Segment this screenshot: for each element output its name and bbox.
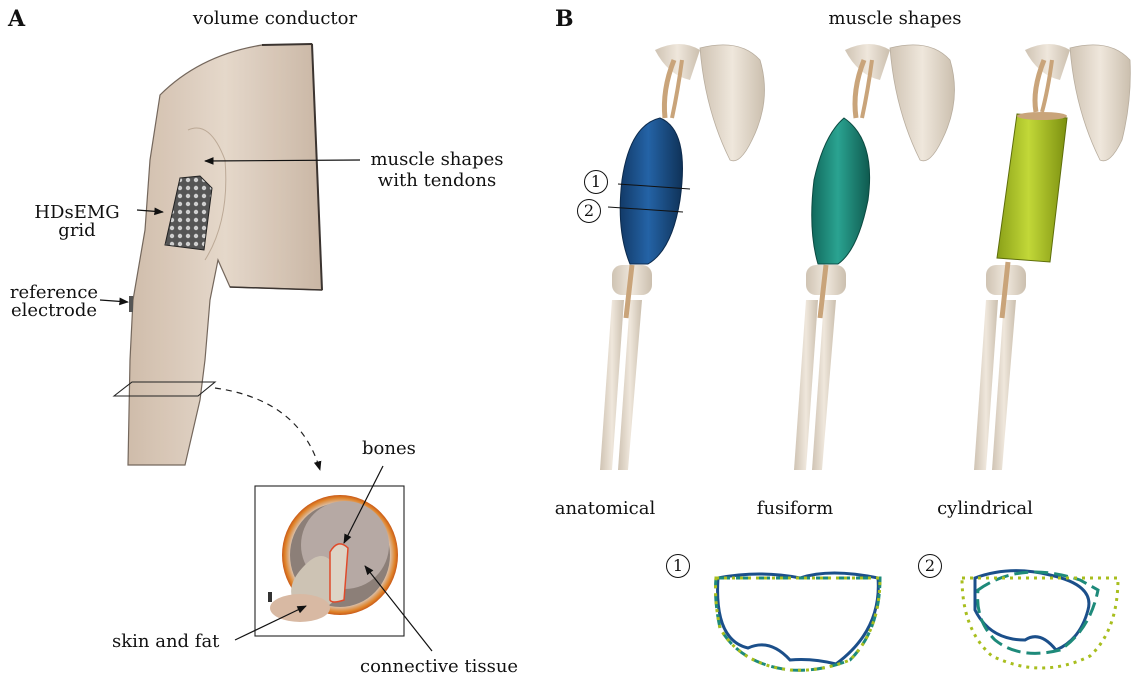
bones-label: bones <box>362 439 416 458</box>
muscle-shapes-label-line1: muscle shapes <box>362 150 512 169</box>
shape-label-anatomical: anatomical <box>540 499 670 518</box>
marker-1-lower: 1 <box>666 554 690 578</box>
hdsemg-label-line2: grid <box>22 221 132 240</box>
cross-section-1-contours <box>716 573 881 670</box>
arm-volume-conductor <box>128 44 322 465</box>
connective-tissue-label: connective tissue <box>360 657 518 676</box>
reference-electrode <box>129 296 133 312</box>
skeleton-anatomical <box>600 44 765 470</box>
muscle-shapes-label-line2: with tendons <box>362 171 512 190</box>
skin-fat-label: skin and fat <box>112 632 219 651</box>
reference-label-line2: electrode <box>2 301 106 320</box>
skeleton-fusiform <box>794 44 955 470</box>
marker-2-lower: 2 <box>918 554 942 578</box>
cross-section-2-contours <box>962 571 1118 668</box>
marker-1-upper: 1 <box>584 170 608 194</box>
skeleton-cylindrical <box>974 44 1130 470</box>
marker-2-upper: 2 <box>577 199 601 223</box>
dashed-connector <box>215 388 320 470</box>
shape-label-cylindrical: cylindrical <box>920 499 1050 518</box>
shape-label-fusiform: fusiform <box>740 499 850 518</box>
volume-conductor-title: volume conductor <box>180 9 370 28</box>
muscle-shapes-title: muscle shapes <box>800 9 990 28</box>
